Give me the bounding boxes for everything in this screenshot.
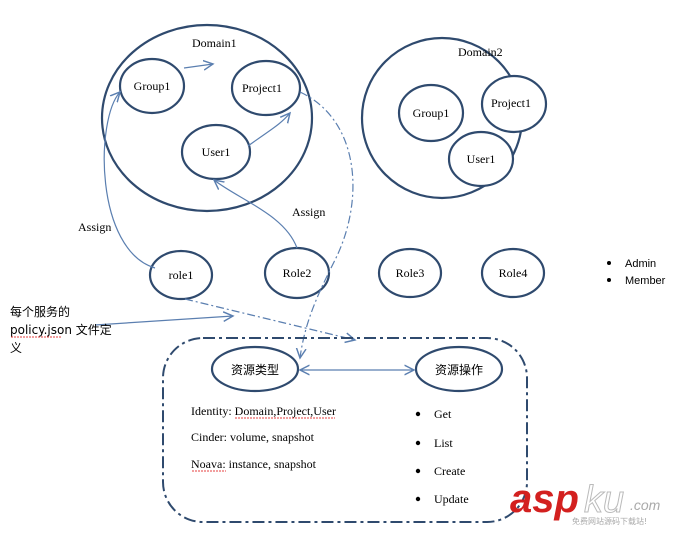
- bullet-icon: [415, 468, 421, 474]
- domain2-group-label: Group1: [413, 106, 450, 120]
- policy-note-line2: policy.json 文件定: [10, 322, 112, 337]
- domain1-project-label: Project1: [242, 81, 282, 95]
- resource-op-item: Create: [434, 464, 465, 478]
- role1-to-resource-arrow: [184, 298, 355, 340]
- resource-op-node: [414, 345, 504, 393]
- watermark-logo: asp ku .com 免费网站源码下载站!: [510, 477, 661, 526]
- assign-label-1: Assign: [78, 220, 111, 234]
- domain1-circle: [100, 23, 314, 213]
- role3-label: Role3: [396, 266, 425, 280]
- domain1-label: Domain1: [192, 36, 237, 50]
- domain1-project-node: [230, 59, 302, 117]
- assign-arrow-role1-group1: [103, 92, 156, 269]
- bullet-icon: [607, 261, 611, 265]
- resource-op-item: List: [434, 436, 453, 450]
- role1-label: role1: [169, 268, 194, 282]
- bullet-icon: [415, 411, 421, 417]
- svg-text:ku: ku: [584, 479, 624, 521]
- svg-text:asp: asp: [510, 477, 579, 521]
- resource-type-item: Cinder: volume, snapshot: [191, 430, 315, 444]
- bullet-icon: [607, 278, 611, 282]
- role4-node: [480, 247, 546, 299]
- domain2-group-node: [397, 83, 465, 143]
- domain1-group-node: [118, 57, 186, 115]
- bullet-icon: [415, 496, 421, 502]
- resource-type-node: [210, 345, 300, 393]
- role4-label: Role4: [499, 266, 528, 280]
- domain1-group-label: Group1: [134, 79, 171, 93]
- resource-op-label: 资源操作: [435, 362, 483, 377]
- assign-arrow-role2-user1: [214, 180, 298, 249]
- domain1-user-node: [180, 123, 252, 181]
- domain2-label: Domain2: [458, 45, 503, 59]
- domain2-project-label: Project1: [491, 96, 531, 110]
- project1-to-resource-arrow: [300, 91, 354, 358]
- resource-type-item: Noava: instance, snapshot: [191, 457, 317, 471]
- policy-note-arrow: [94, 316, 233, 326]
- resource-op-item: Update: [434, 492, 469, 506]
- role3-node: [377, 247, 443, 299]
- user1-to-project1-arrow: [247, 113, 290, 147]
- policy-note-line3: 义: [10, 341, 22, 355]
- domain2-user-label: User1: [467, 152, 496, 166]
- domain1-user-label: User1: [202, 145, 231, 159]
- role-type-admin: Admin: [625, 258, 656, 270]
- role1-node: [148, 249, 214, 301]
- resource-type-item: Identity: Domain,Project,User: [191, 404, 336, 418]
- svg-text:免费网站源码下载站!: 免费网站源码下载站!: [572, 516, 647, 526]
- assign-label-2: Assign: [292, 205, 325, 219]
- role2-label: Role2: [283, 266, 312, 280]
- group1-arrow: [183, 64, 213, 68]
- resource-type-label: 资源类型: [231, 363, 279, 377]
- domain2-project-node: [480, 74, 548, 134]
- resource-box: [162, 337, 528, 523]
- resource-op-item: Get: [434, 407, 452, 421]
- svg-text:.com: .com: [630, 497, 661, 513]
- bullet-icon: [415, 440, 421, 446]
- domain2-user-node: [447, 130, 515, 188]
- policy-note-line1: 每个服务的: [10, 304, 70, 319]
- role-type-member: Member: [625, 275, 666, 287]
